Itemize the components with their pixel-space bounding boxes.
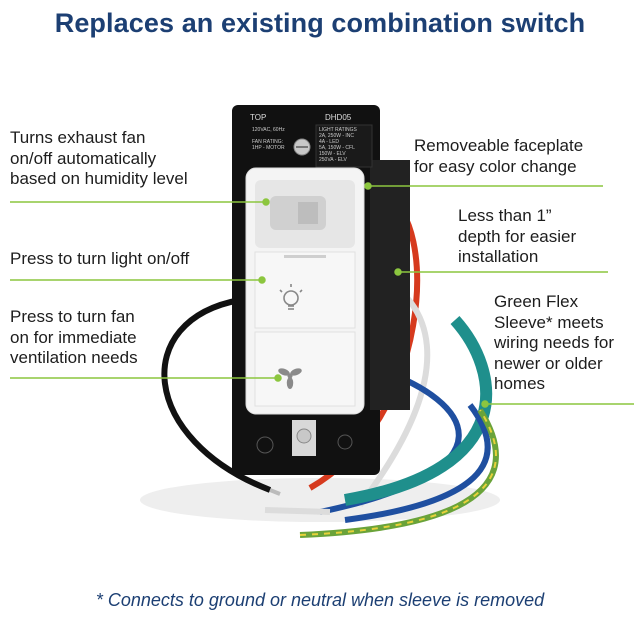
svg-text:5A, 150W - CFL: 5A, 150W - CFL xyxy=(319,145,355,151)
ul-mark xyxy=(256,436,274,454)
callout-sleeve: Green Flex Sleeve* meets wiring needs fo… xyxy=(494,292,615,393)
svg-text:4A - LED: 4A - LED xyxy=(319,139,339,145)
fan-icon xyxy=(278,368,302,389)
callout-light: Press to turn light on/off xyxy=(10,249,190,268)
footnote: * Connects to ground or neutral when sle… xyxy=(95,590,545,610)
white-wire-end xyxy=(264,507,331,515)
callout-faceplate: Removeable faceplate for easy color chan… xyxy=(414,136,584,176)
black-wire xyxy=(161,297,272,493)
voltage-text: 120VAC, 60Hz FAN RATING: 1HP - MOTOR xyxy=(252,127,285,151)
svg-text:LIGHT RATINGS: LIGHT RATINGS xyxy=(319,127,358,133)
svg-text:1HP - MOTOR: 1HP - MOTOR xyxy=(252,145,285,151)
blue-wire-2 xyxy=(344,403,491,523)
svg-text:120VAC, 60Hz: 120VAC, 60Hz xyxy=(252,127,285,133)
callout-fan: Press to turn fan on for immediate venti… xyxy=(10,307,138,367)
page-title: Replaces an existing combination switch xyxy=(54,8,586,38)
bottom-screw xyxy=(296,428,312,444)
ratings-panel xyxy=(315,124,373,168)
svg-text:250VA - ELV: 250VA - ELV xyxy=(319,157,348,163)
svg-text:150W - ELV: 150W - ELV xyxy=(319,151,346,157)
callout-depth: Less than 1” depth for easier installati… xyxy=(458,206,577,266)
fan-button[interactable] xyxy=(254,331,356,407)
model-label: DHD05 xyxy=(325,113,352,122)
callout-humidity: Turns exhaust fan on/off automatically b… xyxy=(10,128,188,188)
lightbulb-icon xyxy=(279,284,303,310)
top-mark: TOP xyxy=(250,113,266,122)
light-button[interactable] xyxy=(254,251,356,329)
ratings-text: LIGHT RATINGS 2A, 250W - INC 4A - LED 5A… xyxy=(319,127,358,163)
black-wire-tip xyxy=(269,488,281,496)
svg-text:FAN RATING:: FAN RATING: xyxy=(252,139,283,145)
cert-mark xyxy=(337,434,353,450)
svg-text:2A, 250W - INC: 2A, 250W - INC xyxy=(319,133,354,139)
switch-housing-side xyxy=(370,160,410,410)
callout-lines xyxy=(10,182,634,408)
